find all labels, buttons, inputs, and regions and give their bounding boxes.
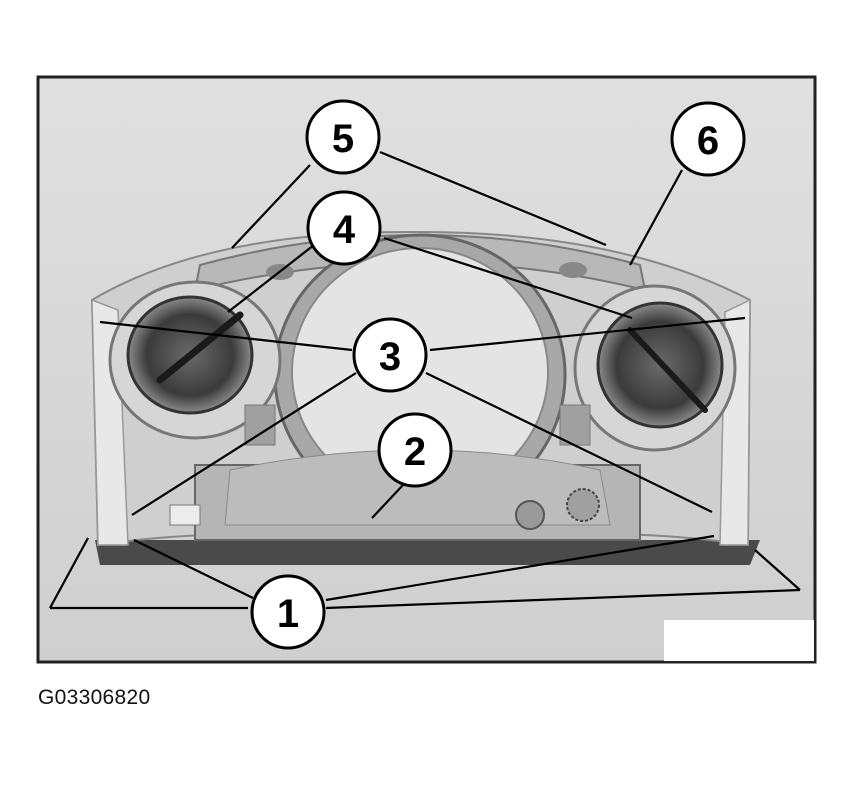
left-lower-vent bbox=[244, 404, 276, 446]
callout-3-label: 3 bbox=[379, 335, 401, 379]
callout-3: 3 bbox=[352, 317, 428, 393]
callout-6-label: 6 bbox=[697, 119, 719, 163]
board-connector-gear bbox=[566, 488, 600, 522]
right-cutout bbox=[559, 262, 587, 278]
figure-caption: G03306820 bbox=[38, 686, 151, 709]
right-lower-vent bbox=[559, 404, 591, 446]
white-corner-patch bbox=[664, 620, 814, 661]
board-connector-round bbox=[515, 500, 545, 530]
housing-base-shadow bbox=[95, 540, 760, 565]
callout-5: 5 bbox=[305, 99, 381, 175]
right-gauge-needle bbox=[627, 327, 708, 413]
callout-4: 4 bbox=[306, 190, 382, 266]
board-chip bbox=[169, 504, 201, 526]
leader-lines bbox=[49, 150, 801, 610]
callout-1: 1 bbox=[250, 574, 326, 650]
callout-2-label: 2 bbox=[404, 430, 426, 474]
callout-5-label: 5 bbox=[332, 117, 354, 161]
callout-4-label: 4 bbox=[333, 208, 356, 252]
callout-2: 2 bbox=[377, 412, 453, 488]
callout-1-label: 1 bbox=[277, 592, 299, 636]
callout-6: 6 bbox=[670, 101, 746, 177]
left-gauge-needle bbox=[156, 311, 244, 384]
